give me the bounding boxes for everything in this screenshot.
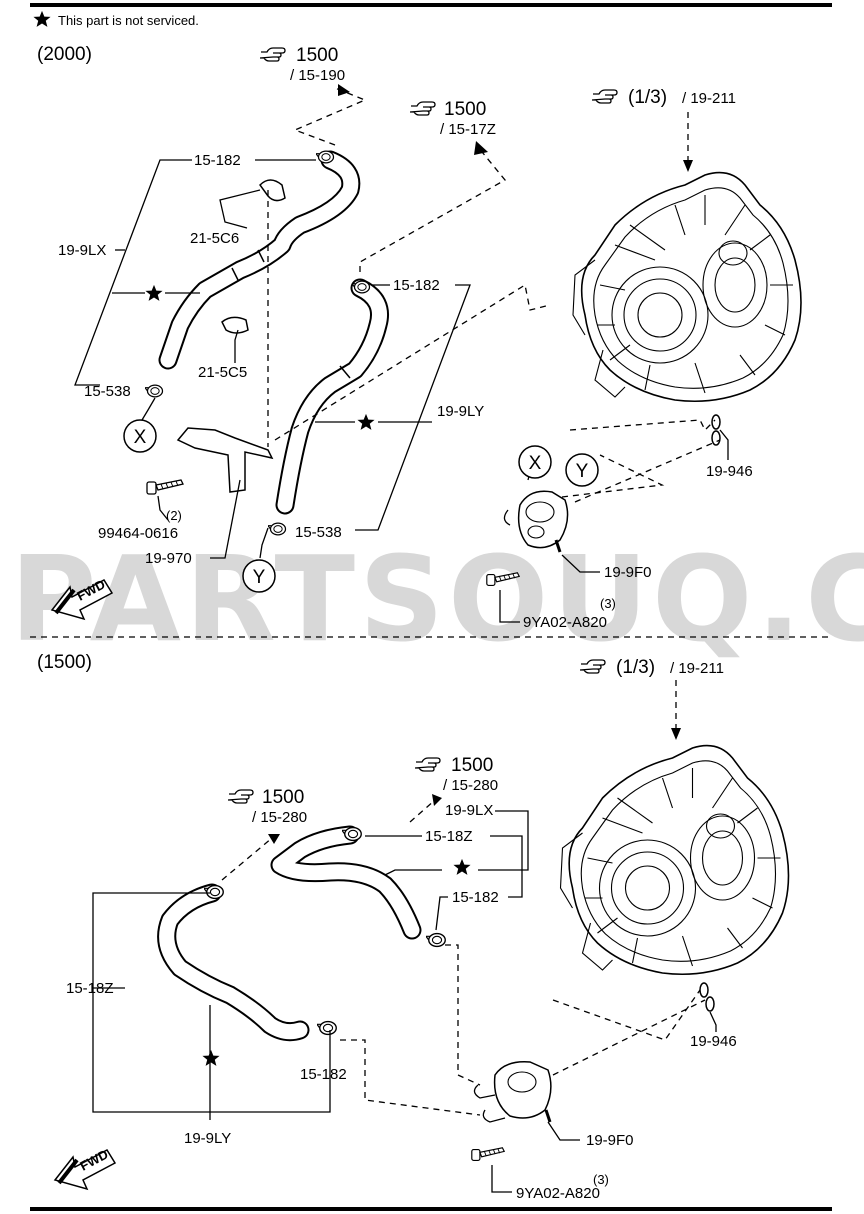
- clamp-15-182: [316, 150, 335, 164]
- pointing-hand-icon: [592, 89, 618, 104]
- bracket-21-5c5: [221, 316, 249, 334]
- star-icon: [453, 858, 471, 875]
- label-15-18z-a: 15-18Z: [425, 828, 473, 845]
- bracket-21-5c6: [259, 179, 286, 202]
- circle-marker-y: Y: [242, 559, 276, 593]
- label-21-5c5: 21-5C5: [198, 364, 247, 381]
- circle-marker-y-2: Y: [565, 453, 599, 487]
- svg-text:Y: Y: [576, 461, 589, 482]
- dashed-lines-2: [221, 794, 706, 1116]
- label-19-946-2: 19-946: [690, 1033, 737, 1050]
- star-icon: [145, 284, 163, 301]
- ref-1500-c: 1500: [451, 755, 493, 776]
- label-9ya02-qty: (3): [600, 596, 616, 611]
- o-ring-19-946: [711, 414, 721, 430]
- clamp-15-538: [145, 384, 164, 398]
- label-15-538-a: 15-538: [84, 383, 131, 400]
- ref-1500-a: 1500: [296, 45, 338, 66]
- hose-19-9ly-2: [157, 883, 310, 1042]
- label-15-182-a: 15-182: [194, 152, 241, 169]
- ref-19-211-b: / 19-211: [670, 660, 724, 677]
- pointing-hand-icon: [228, 789, 254, 804]
- ref-1500-b: 1500: [444, 99, 486, 120]
- transmission-case: [572, 171, 802, 403]
- pointing-hand-icon: [415, 757, 441, 772]
- label-19-9f0-2: 19-9F0: [586, 1132, 634, 1149]
- ref-15-280-b: / 15-280: [252, 809, 307, 826]
- label-19-9lx: 19-9LX: [58, 242, 106, 259]
- label-99464-qty: (2): [166, 508, 182, 523]
- oil-cooler-19-9f0: [503, 490, 569, 553]
- label-15-18z-b: 15-18Z: [66, 980, 114, 997]
- label-19-9lx-2: 19-9LX: [445, 802, 493, 819]
- label-19-970: 19-970: [145, 550, 192, 567]
- transmission-case-2: [559, 744, 790, 976]
- dashed-lines-1: [267, 84, 721, 503]
- ref-19-211-a: / 19-211: [682, 90, 736, 107]
- oil-cooler-19-9f0-2: [473, 1061, 552, 1123]
- variant-label-1500: (1500): [37, 652, 92, 673]
- ref-1-3-b: (1/3): [616, 657, 655, 678]
- label-21-5c6: 21-5C6: [190, 230, 239, 247]
- label-15-182-b-2: 15-182: [300, 1066, 347, 1083]
- ref-1500-d: 1500: [262, 787, 304, 808]
- ref-1-3-a: (1/3): [628, 87, 667, 108]
- forward-arrow-icon: FWD: [50, 577, 114, 621]
- watermark: PARTSOUQ.COM: [10, 530, 864, 668]
- leader-lines-1: [74, 159, 729, 623]
- star-icon: [33, 10, 51, 27]
- top-border: [30, 3, 832, 7]
- bolt-99464-0616: [146, 479, 184, 495]
- label-15-182-b: 15-182: [393, 277, 440, 294]
- svg-text:X: X: [134, 427, 147, 448]
- o-ring-19-946-2: [699, 982, 709, 998]
- pointing-hand-icon: [410, 101, 436, 116]
- bolt-9ya02-a820-2: [471, 1147, 505, 1162]
- star-icon: [357, 413, 375, 430]
- svg-text:X: X: [529, 453, 542, 474]
- ref-15-17z: / 15-17Z: [440, 121, 496, 138]
- label-15-538-b: 15-538: [295, 524, 342, 541]
- svg-text:Y: Y: [253, 567, 266, 588]
- bottom-border: [30, 1207, 832, 1211]
- label-9ya02-a820: 9YA02-A820: [523, 614, 607, 631]
- label-99464-0616: 99464-0616: [98, 525, 178, 542]
- label-9ya02-a820-2: 9YA02-A820: [516, 1185, 600, 1202]
- pointing-hand-icon: [260, 47, 286, 62]
- label-19-946: 19-946: [706, 463, 753, 480]
- label-9ya02-qty-2: (3): [593, 1172, 609, 1187]
- ref-15-280-a: / 15-280: [443, 777, 498, 794]
- variant-label-2000: (2000): [37, 44, 92, 65]
- o-ring-19-946-2b: [705, 996, 715, 1012]
- ref-15-190: / 15-190: [290, 67, 345, 84]
- circle-marker-x-2: X: [518, 445, 552, 479]
- clamp-15-182-d: [317, 1020, 337, 1036]
- label-19-9ly: 19-9LY: [437, 403, 484, 420]
- forward-arrow-icon-2: FWD: [53, 1147, 117, 1191]
- star-icon: [202, 1049, 220, 1066]
- clamp-15-182-c: [426, 932, 446, 948]
- o-ring-19-946-b: [711, 430, 721, 446]
- label-19-9ly-2: 19-9LY: [184, 1130, 231, 1147]
- hose-19-9ly: [275, 278, 389, 515]
- label-19-9f0: 19-9F0: [604, 564, 652, 581]
- label-15-182-a-2: 15-182: [452, 889, 499, 906]
- circle-marker-x: X: [123, 419, 157, 453]
- leader-lines-2: [92, 810, 717, 1193]
- bracket-19-970: [176, 427, 274, 493]
- not-serviced-note: This part is not serviced.: [58, 13, 199, 28]
